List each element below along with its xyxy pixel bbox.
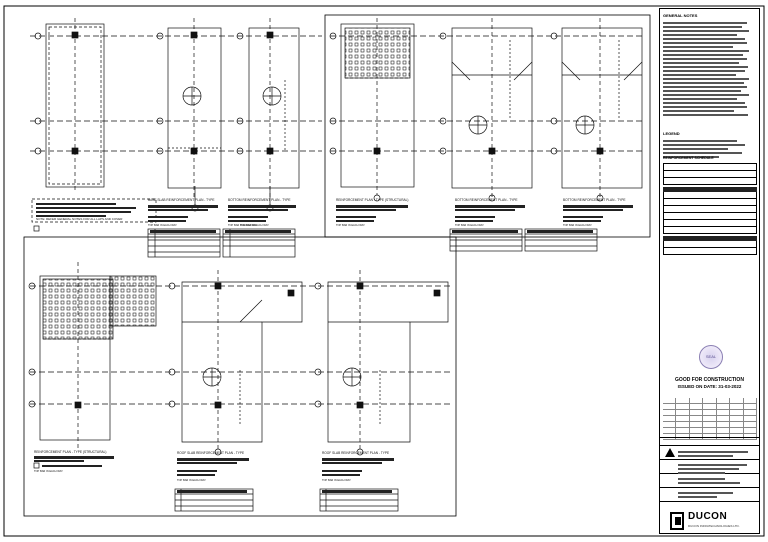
tb-divider <box>660 487 759 488</box>
plan-sub-tl-2: TOP BAR IN EACH WAY <box>240 223 269 227</box>
tb-divider <box>660 437 759 438</box>
company-subtitle: DUCON INFRATECHNOLOGIES LTD. <box>688 524 740 528</box>
gfc-line-2: ISSUED ON DATE: 31-03-2022 <box>677 384 742 389</box>
general-notes-heading: GENERAL NOTES <box>663 13 698 18</box>
gfc-line-1: GOOD FOR CONSTRUCTION <box>675 377 744 383</box>
project-title-lines <box>678 449 756 459</box>
plan-title-tr-1: REINFORCEMENT PLAN - TYPE (STRUCTURAL) <box>336 198 409 202</box>
general-notes-body <box>663 20 756 118</box>
title-block: GENERAL NOTES LEGEND REINFORCEMENT SCHED… <box>659 8 760 534</box>
plan-title-b-3: ROOF SLAB REINFORCEMENT PLAN - TYPE <box>322 451 389 455</box>
panel-top-right-frame <box>324 14 651 238</box>
plan-sub-tr-1: TOP BAR IN EACH WAY <box>336 223 365 227</box>
company-logo: DUCON DUCON INFRATECHNOLOGIES LTD. <box>666 506 755 536</box>
ducon-logo-icon <box>670 512 684 530</box>
company-name: DUCON <box>688 511 728 522</box>
plan-sub-tr-3: TOP BAR IN EACH WAY <box>563 223 592 227</box>
plan-sub-tl-1: TOP BAR IN EACH WAY <box>148 223 177 227</box>
note-box-text: NOTE: REFER GENERAL NOTES FOR ALL LAPS A… <box>36 217 123 221</box>
drawing-title-lines <box>678 462 756 476</box>
plan-title-tr-2: BOTTOM REINFORCEMENT PLAN - TYPE <box>455 198 518 202</box>
plan-sub-b-2: TOP BAR IN EACH WAY <box>177 478 206 482</box>
tb-divider <box>660 501 759 502</box>
schedule-table <box>663 163 757 255</box>
drawing-number-lines <box>678 476 756 486</box>
client-triangle-icon <box>665 448 675 457</box>
legend-heading: LEGEND <box>663 131 680 136</box>
plan-sub-tr-2: TOP BAR IN EACH WAY <box>455 223 484 227</box>
panel-bottom-frame <box>23 236 457 517</box>
plan-title-b-1: REINFORCEMENT PLAN - TYPE (STRUCTURAL) <box>34 450 107 454</box>
revision-table <box>663 398 757 440</box>
top-right-group <box>329 18 645 252</box>
tb-divider <box>660 459 759 460</box>
bottom-group <box>28 262 452 512</box>
plan-sub-b-1: TOP BAR IN EACH WAY <box>34 469 63 473</box>
plan-sub-tl-3: TOP BAR IN EACH WAY <box>228 223 257 227</box>
seal-stamp: SEAL <box>699 345 723 369</box>
plan-sub-b-3: TOP BAR IN EACH WAY <box>322 478 351 482</box>
plan-title-tl-1: BASE SLAB REINFORCEMENT PLAN - TYPE <box>148 198 214 202</box>
sheet-info-lines <box>678 490 756 500</box>
plan-title-b-2: ROOF SLAB REINFORCEMENT PLAN - TYPE <box>177 451 244 455</box>
legend-subtable-heading: REINFORCEMENT SCHEDULE <box>663 156 714 160</box>
sheet-border <box>3 5 765 537</box>
legend-body <box>663 138 756 160</box>
tb-divider <box>660 445 759 446</box>
top-right-text-bars <box>336 205 633 233</box>
top-left-group <box>30 18 322 258</box>
top-left-text-bars <box>36 203 296 233</box>
plan-title-tl-2: BOTTOM REINFORCEMENT PLAN - TYPE <box>228 198 291 202</box>
plan-title-tr-3: BOTTOM REINFORCEMENT PLAN - TYPE <box>563 198 626 202</box>
bottom-text-bars <box>34 456 394 493</box>
